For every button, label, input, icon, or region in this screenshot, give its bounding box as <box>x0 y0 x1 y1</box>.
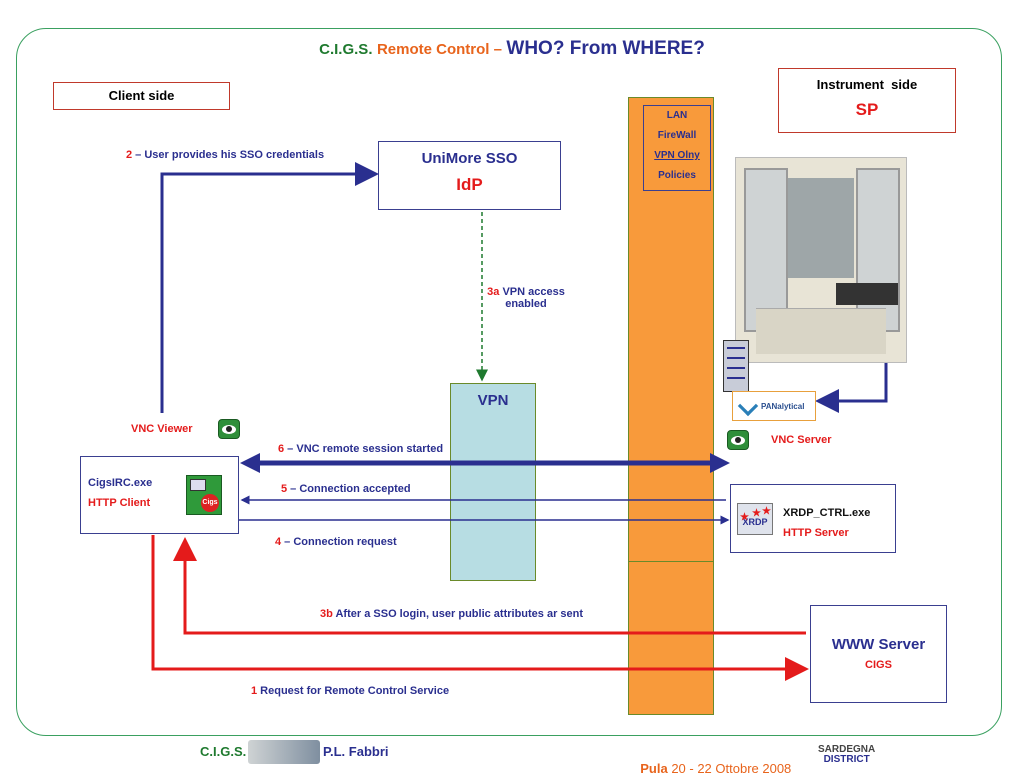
vnc-server-label: VNC Server <box>771 434 832 446</box>
www-server-box: WWW Server CIGS <box>810 605 947 703</box>
step2-text: – User provides his SSO credentials <box>132 149 325 161</box>
lan-policy-box: LAN FireWall VPN Olny Policies <box>643 105 711 191</box>
step2-num: 2 <box>126 149 133 161</box>
title-remote-control: Remote Control – <box>376 41 502 58</box>
footer-banner-image <box>248 740 320 764</box>
step3a-text2: enabled <box>505 298 547 310</box>
xrdp-icon: ★ ★ ★ XRDP <box>737 503 773 535</box>
computer-icon <box>190 479 206 491</box>
sp-label: SP <box>855 100 879 119</box>
slide-title: C.I.G.S. Remote Control – WHO? From WHER… <box>0 38 1024 60</box>
footer-dates: 20 - 22 Ottobre 2008 <box>667 761 792 776</box>
instrument-panel <box>836 283 898 305</box>
footer-author: P.L. Fabbri <box>323 744 389 759</box>
star-icon: ★ <box>752 508 761 519</box>
xrdp-icon-text: XRDP <box>742 517 768 527</box>
step3a-text: VPN access <box>499 286 565 298</box>
step1-label: 1 Request for Remote Control Service <box>251 685 449 697</box>
arrow-step6-right-head <box>710 453 730 473</box>
idp-box: UniMore SSO IdP <box>378 141 561 210</box>
client-role: HTTP Client <box>88 497 151 509</box>
step4-text: – Connection request <box>281 536 397 548</box>
step6-text: – VNC remote session started <box>284 443 444 455</box>
step3b-label: 3b After a SSO login, user public attrib… <box>320 608 583 620</box>
step3b-text: After a SSO login, user public attribute… <box>332 608 584 620</box>
vnc-viewer-label: VNC Viewer <box>131 423 193 435</box>
www-server-role: CIGS <box>865 659 892 671</box>
lan-divider <box>628 561 714 562</box>
step4-num: 4 <box>275 536 282 548</box>
footer-cigs: C.I.G.S. <box>200 744 247 759</box>
step3a-num: 3a <box>487 286 500 298</box>
step3a-label: 3a VPN access enabled <box>486 286 566 310</box>
client-box: CigsIRC.exe HTTP Client Cigs <box>80 456 239 534</box>
step6-label: 6 – VNC remote session started <box>278 443 443 455</box>
lan-firewall-column <box>628 97 714 715</box>
star-icon: ★ <box>762 506 771 517</box>
title-cigs: C.I.G.S. <box>319 41 373 58</box>
step1-num: 1 <box>251 685 258 697</box>
instrument-side-label: Instrument side <box>816 77 918 92</box>
vpn-label: VPN <box>477 392 509 409</box>
logo-line1: SARDEGNA <box>818 744 876 755</box>
sardegna-district-logo: SARDEGNA DISTRICT <box>818 745 875 765</box>
logo-line2: DISTRICT <box>823 754 870 765</box>
step3b-num: 3b <box>320 608 333 620</box>
instrument-side-box: Instrument side SP <box>778 68 956 133</box>
instrument-chamber <box>788 178 854 278</box>
step2-label: 2 – User provides his SSO credentials <box>126 149 324 161</box>
footer-place: Pula <box>640 761 668 776</box>
vnc-server-icon <box>727 430 749 450</box>
step5-num: 5 <box>281 483 288 495</box>
arrow-step2 <box>160 162 379 413</box>
lan-line3: VPN Olny <box>654 150 700 161</box>
slide-frame <box>16 28 1002 736</box>
step4-label: 4 – Connection request <box>275 536 397 548</box>
instrument-base <box>756 308 886 354</box>
arrow-step6-left-head <box>240 453 260 473</box>
cigs-badge: Cigs <box>201 494 219 512</box>
idp-name: UniMore SSO <box>421 150 518 167</box>
vnc-viewer-icon <box>218 419 240 439</box>
xrdp-box: ★ ★ ★ XRDP XRDP_CTRL.exe HTTP Server <box>730 484 896 553</box>
title-who-where: WHO? From WHERE? <box>506 38 705 59</box>
panalytical-text: PANalytical <box>761 401 805 411</box>
cigs-client-icon: Cigs <box>186 475 222 515</box>
xrdp-role: HTTP Server <box>783 527 849 539</box>
client-exe: CigsIRC.exe <box>88 477 153 489</box>
client-side-text: Client side <box>108 88 175 103</box>
arrow-step3b <box>173 537 806 635</box>
client-side-label: Client side <box>53 82 230 110</box>
lan-line4: Policies <box>658 170 696 181</box>
instrument-photo <box>735 157 907 363</box>
idp-role: IdP <box>456 175 483 194</box>
panalytical-logo: PANalytical <box>732 391 816 421</box>
step5-text: – Connection accepted <box>287 483 411 495</box>
lan-line1: LAN <box>666 110 688 121</box>
step5-label: 5 – Connection accepted <box>281 483 411 495</box>
panalytical-mark-icon <box>737 395 759 417</box>
vpn-column: VPN <box>450 383 536 581</box>
step6-num: 6 <box>278 443 285 455</box>
footer-event: Pula 20 - 22 Ottobre 2008 <box>633 746 791 776</box>
lan-line2: FireWall <box>657 130 697 141</box>
xrdp-exe: XRDP_CTRL.exe <box>783 507 871 519</box>
arrow-step1 <box>151 535 809 681</box>
server-rack-icon <box>723 340 749 392</box>
www-server-name: WWW Server <box>831 636 926 653</box>
step1-text: Request for Remote Control Service <box>257 685 450 697</box>
star-icon: ★ <box>740 512 749 523</box>
